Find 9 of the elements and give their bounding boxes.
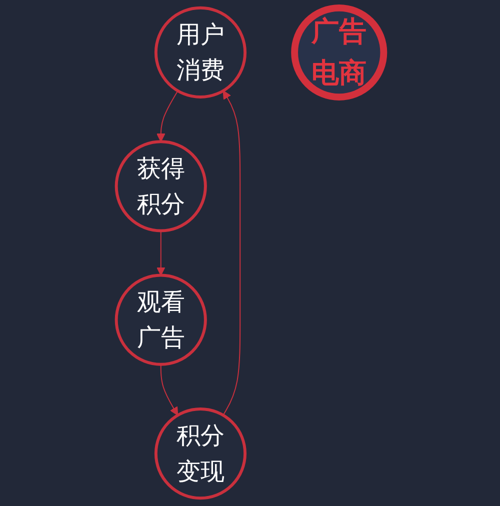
circle-node: 广告电商 — [291, 4, 388, 100]
circle-node: 积分变现 — [154, 407, 247, 500]
arrow — [156, 90, 178, 142]
arrow — [156, 230, 166, 276]
circle-node: 用户消费 — [154, 6, 247, 99]
circle-node: 获得积分 — [114, 140, 207, 232]
arrow — [160, 364, 178, 416]
arrow — [222, 90, 241, 416]
circle-node: 观看广告 — [114, 274, 207, 366]
